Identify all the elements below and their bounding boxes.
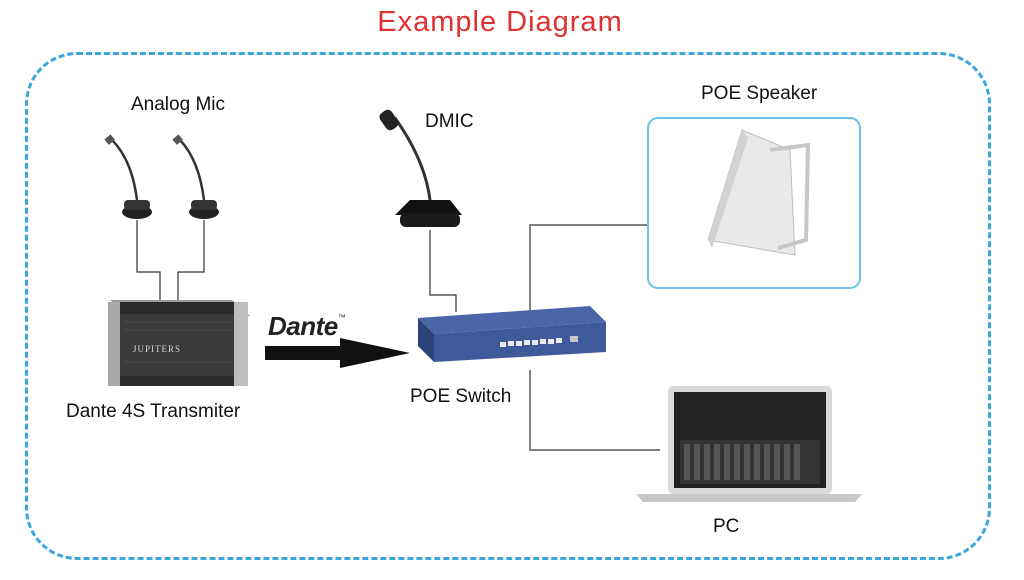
dmic-icon	[379, 109, 462, 227]
dmic-label: DMIC	[425, 111, 474, 132]
pc-label: PC	[713, 516, 740, 537]
transmitter-label: Dante 4S Transmiter	[66, 401, 241, 422]
transmitter-badge: JUPITERS	[133, 344, 181, 354]
dante-trademark-icon: ™	[337, 313, 346, 322]
poe-speaker-label: POE Speaker	[701, 83, 818, 104]
diagram-title: Example Diagram	[377, 6, 623, 38]
dmic-wire	[429, 230, 457, 312]
dante-logo-text: Dante	[268, 311, 338, 341]
dante-logo: Dante™	[268, 311, 346, 342]
transmitter-icon	[108, 300, 250, 386]
speaker-wire	[529, 224, 650, 312]
poe-switch-label: POE Switch	[410, 386, 512, 407]
analog-mic-2-icon	[172, 134, 219, 219]
poe-speaker-icon	[707, 129, 811, 256]
pc-icon	[636, 386, 862, 502]
dante-arrow-icon	[265, 338, 410, 368]
poe-switch-icon	[418, 306, 606, 362]
connection-lines	[136, 220, 660, 451]
pc-wire	[529, 370, 660, 451]
diagram-frame	[25, 52, 991, 560]
analog-mic-2-wire	[177, 220, 205, 300]
analog-mic-label: Analog Mic	[131, 94, 225, 115]
analog-mic-1-wire	[136, 220, 161, 300]
analog-mic-1-icon	[104, 134, 152, 219]
